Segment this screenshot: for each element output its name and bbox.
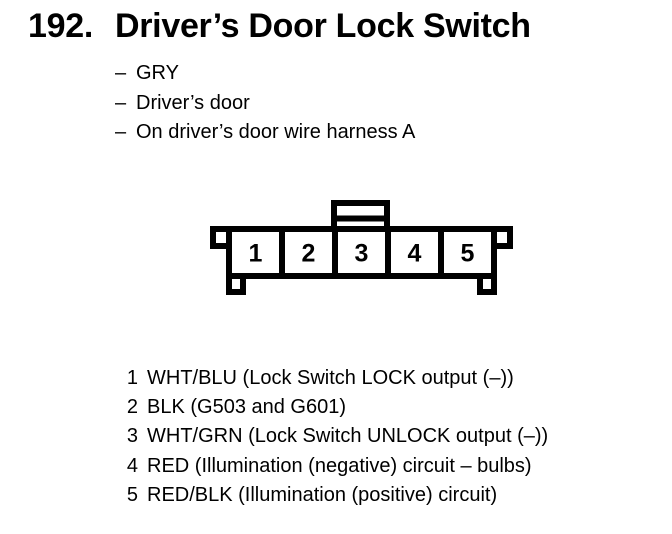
pin-number: 2: [126, 396, 138, 419]
connector-diagram: 1 2 3 4 5: [195, 190, 525, 310]
detail-text: On driver’s door wire harness A: [136, 121, 416, 143]
pinout-row-1: 1 WHT/BLU (Lock Switch LOCK output (–)): [125, 364, 548, 393]
pin-cavity-4: [385, 226, 444, 279]
dash-bullet: –: [115, 121, 127, 143]
dash-bullet: –: [115, 91, 127, 114]
pin-number: 3: [126, 425, 138, 448]
dash-bullet: –: [115, 62, 127, 84]
detail-text: Driver’s door: [136, 91, 250, 114]
detail-row-harness: – On driver’s door wire harness A: [115, 118, 415, 148]
pin-cavity-number-4: 4: [408, 240, 422, 268]
pinout-row-3: 3 WHT/GRN (Lock Switch UNLOCK output (–)…: [125, 422, 548, 451]
detail-text: GRY: [136, 62, 179, 84]
pin-number: 5: [126, 483, 138, 506]
pin-cavity-5: [438, 226, 497, 279]
pin-description: RED/BLK (Illumination (positive) circuit…: [147, 483, 498, 506]
section-number: 192.: [28, 7, 93, 45]
pin-description: WHT/BLU (Lock Switch LOCK output (–)): [147, 367, 514, 389]
page-title: Driver’s Door Lock Switch: [115, 7, 531, 45]
section-header: 192. Driver’s Door Lock Switch: [28, 9, 531, 43]
pin-cavity-number-2: 2: [302, 240, 316, 268]
pin-description: BLK (G503 and G601): [147, 396, 347, 419]
pinout-list: 1 WHT/BLU (Lock Switch LOCK output (–)) …: [125, 364, 548, 510]
pin-cavity-3: [332, 226, 391, 279]
detail-row-location: – Driver’s door: [115, 89, 415, 119]
pinout-row-2: 2 BLK (G503 and G601): [125, 393, 548, 422]
pin-cavity-number-5: 5: [461, 240, 475, 268]
pin-cavity-number-3: 3: [355, 240, 369, 268]
connector-pinout-icon: 1 2 3 4 5: [210, 200, 513, 295]
detail-row-color: – GRY: [115, 59, 415, 89]
pinout-row-5: 5 RED/BLK (Illumination (positive) circu…: [125, 481, 548, 510]
pin-number: 4: [126, 454, 138, 477]
connector-details: – GRY – Driver’s door – On driver’s door…: [115, 59, 415, 148]
pin-description: RED (Illumination (negative) circuit – b…: [147, 454, 532, 477]
pin-description: WHT/GRN (Lock Switch UNLOCK output (–)): [147, 425, 549, 448]
pinout-row-4: 4 RED (Illumination (negative) circuit –…: [125, 452, 548, 481]
pin-number: 1: [126, 367, 138, 389]
pin-cavity-number-1: 1: [249, 240, 263, 268]
